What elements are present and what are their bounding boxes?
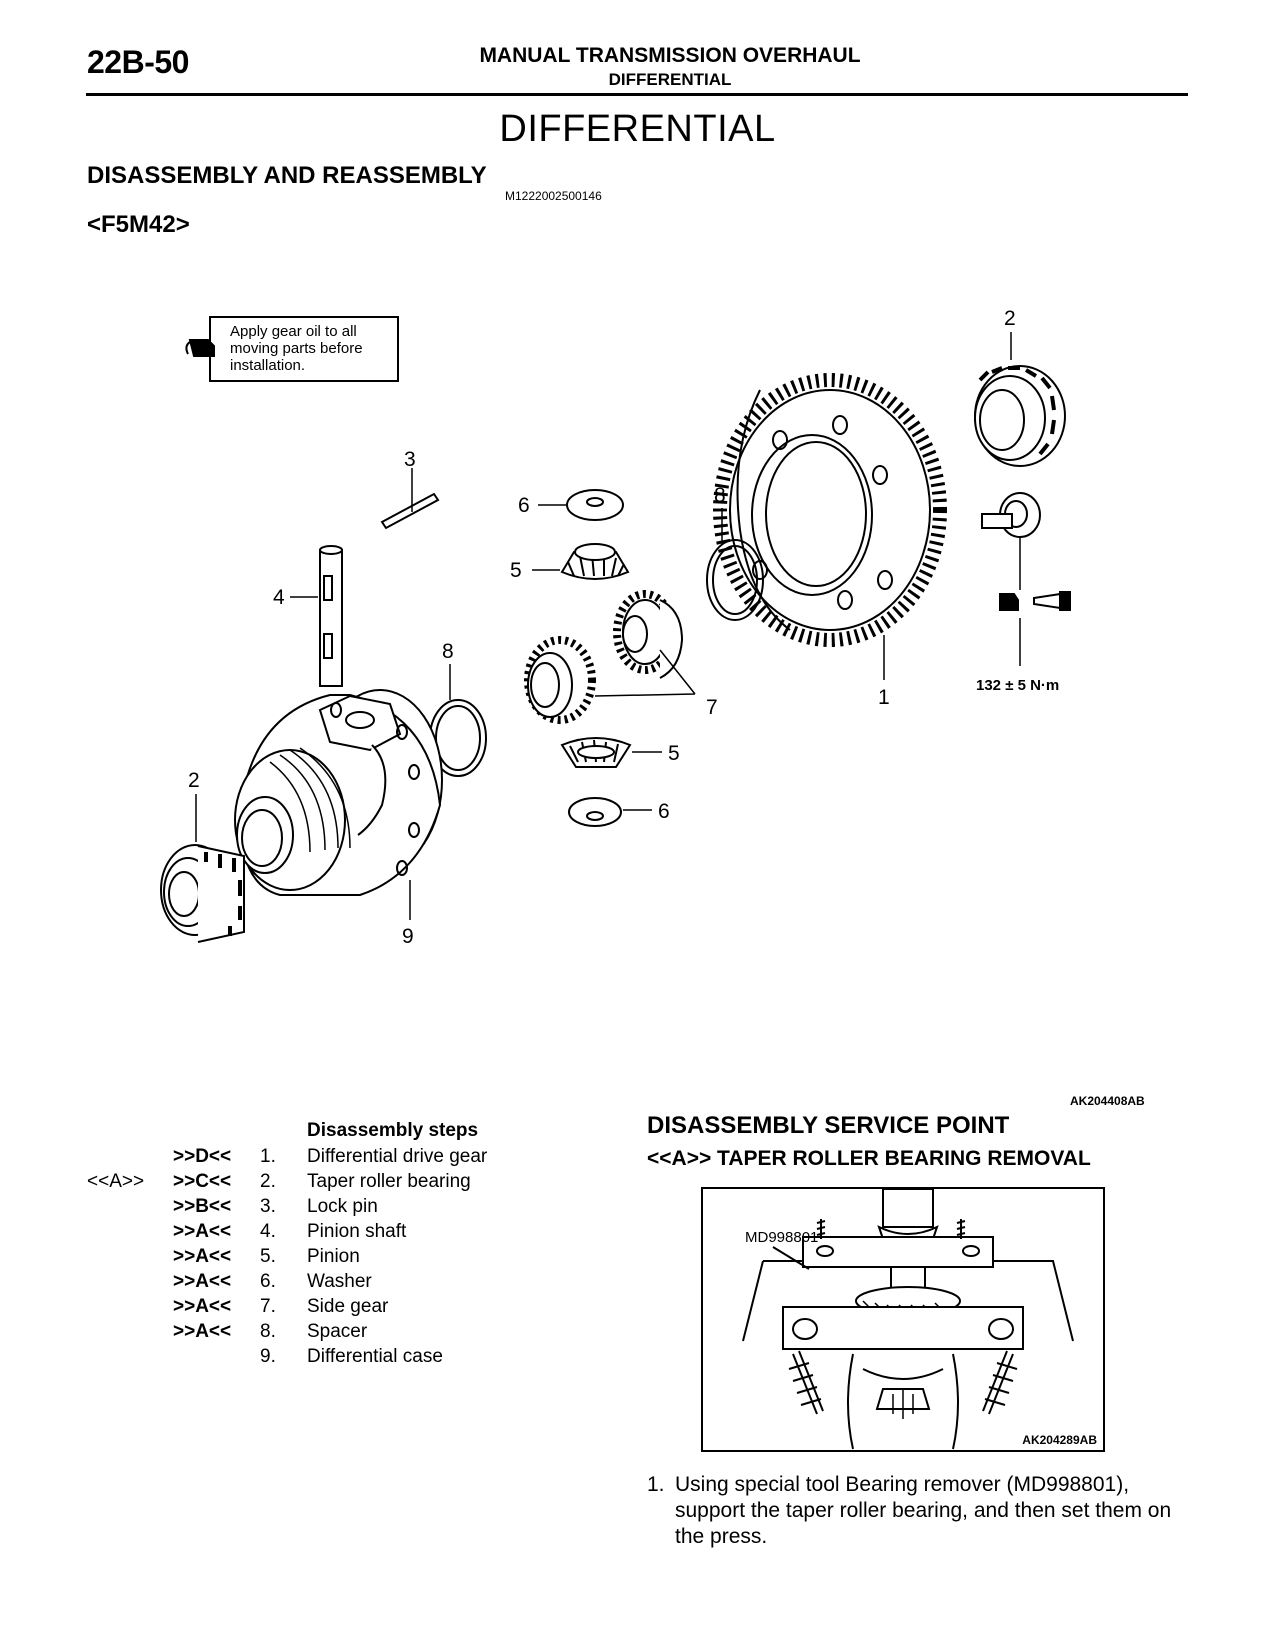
list-item: >>D<< 1. Differential drive gear (87, 1146, 647, 1171)
side-gear-upper (613, 590, 684, 679)
step-name: Side gear (307, 1296, 389, 1317)
exploded-diagram: Apply gear oil to all moving parts befor… (160, 307, 1071, 948)
document-code: M1222002500146 (505, 189, 602, 203)
washer-lower (568, 797, 652, 827)
step-name: Differential drive gear (307, 1146, 488, 1167)
header-subtitle: DIFFERENTIAL (608, 70, 732, 89)
note-line-3: installation. (230, 357, 305, 374)
list-item: >>A<< 7. Side gear (87, 1296, 647, 1321)
callout-6-upper: 6 (518, 494, 530, 517)
note-line-1: Apply gear oil to all (230, 323, 357, 340)
step-name: Pinion shaft (307, 1221, 407, 1242)
step-name: Taper roller bearing (307, 1171, 471, 1192)
step-name: Spacer (307, 1321, 368, 1342)
illustration-code: AK204289AB (1022, 1433, 1097, 1447)
torque-spec: 132 ± 5 N·m (976, 677, 1059, 694)
callout-8-upper: 8 (714, 484, 726, 507)
step-number: 9. (260, 1346, 276, 1367)
callout-2-upper: 2 (1004, 307, 1016, 330)
callout-6-lower: 6 (658, 800, 670, 823)
pinion-shaft (290, 545, 343, 687)
grease-gun-icon (999, 591, 1071, 611)
pinion-upper (532, 543, 630, 580)
subsection-title: DISASSEMBLY AND REASSEMBLY (87, 162, 487, 189)
list-item: >>A<< 5. Pinion (87, 1246, 647, 1271)
bearing-removal-illustration: MD998801 AK204289AB (701, 1187, 1105, 1452)
oil-can-icon (185, 339, 215, 357)
diagram-code: AK204408AB (1070, 1094, 1145, 1108)
list-item: 9. Differential case (87, 1346, 647, 1371)
reassembly-mark: >>A<< (173, 1221, 232, 1242)
step-name: Pinion (307, 1246, 360, 1267)
list-item: <<A>> >>C<< 2. Taper roller bearing (87, 1171, 647, 1196)
step-name: Differential case (307, 1346, 443, 1367)
step-number: 7. (260, 1296, 276, 1317)
instruction-number: 1. (647, 1473, 665, 1496)
callout-2-lower: 2 (188, 769, 200, 792)
callout-9: 9 (402, 925, 414, 948)
steps-heading: Disassembly steps (307, 1120, 479, 1141)
reassembly-mark: >>C<< (173, 1171, 232, 1192)
note-line-2: moving parts before (230, 340, 363, 357)
callout-8-lower: 8 (442, 640, 454, 663)
step-number: 6. (260, 1271, 276, 1292)
side-gear-lower (524, 636, 596, 724)
header-rule (86, 93, 1188, 96)
step-number: 3. (260, 1196, 276, 1217)
step-number: 4. (260, 1221, 276, 1242)
callout-5-upper: 5 (510, 559, 522, 582)
callout-4: 4 (273, 586, 285, 609)
instruction-step: 1. Using special tool Bearing remover (M… (647, 1472, 1187, 1550)
reassembly-mark: >>A<< (173, 1321, 232, 1342)
reassembly-mark: >>D<< (173, 1146, 232, 1167)
service-point-title: DISASSEMBLY SERVICE POINT (647, 1112, 1010, 1139)
reassembly-mark: >>B<< (173, 1196, 232, 1217)
header-title: MANUAL TRANSMISSION OVERHAUL (479, 44, 861, 67)
page-number: 22B-50 (87, 44, 189, 80)
list-item: >>A<< 4. Pinion shaft (87, 1221, 647, 1246)
reassembly-mark: >>A<< (173, 1271, 232, 1292)
callout-7: 7 (706, 696, 718, 719)
taper-roller-bearing-lower (160, 794, 245, 943)
differential-case (234, 689, 443, 920)
spacer-upper (706, 508, 764, 621)
pinion-lower (560, 737, 662, 768)
step-number: 5. (260, 1246, 276, 1267)
gear-oil-note: Apply gear oil to all moving parts befor… (185, 316, 399, 382)
instruction-text: Using special tool Bearing remover (MD99… (675, 1473, 1172, 1548)
list-item: >>A<< 8. Spacer (87, 1321, 647, 1346)
service-point-ref: <<A>> (87, 1171, 145, 1192)
differential-drive-gear (713, 373, 947, 647)
press-illustration (742, 1189, 1074, 1450)
list-item: >>A<< 6. Washer (87, 1271, 647, 1296)
special-tool-label: MD998801 (745, 1229, 819, 1246)
callout-3: 3 (404, 448, 416, 471)
step-number: 8. (260, 1321, 276, 1342)
step-name: Washer (307, 1271, 372, 1292)
reassembly-mark: >>A<< (173, 1296, 232, 1317)
lock-pin (380, 468, 440, 530)
callout-5-lower: 5 (668, 742, 680, 765)
step-number: 2. (260, 1171, 276, 1192)
service-point-subtitle: <<A>> TAPER ROLLER BEARING REMOVAL (647, 1147, 1091, 1170)
list-item: >>B<< 3. Lock pin (87, 1196, 647, 1221)
step-number: 1. (260, 1146, 276, 1167)
reassembly-mark: >>A<< (173, 1246, 232, 1267)
callout-1: 1 (878, 686, 890, 709)
section-title: DIFFERENTIAL (499, 108, 776, 150)
taper-roller-bearing-upper (974, 332, 1066, 467)
step-name: Lock pin (307, 1196, 378, 1217)
drive-gear-bolt (981, 492, 1041, 590)
washer-upper (538, 489, 624, 521)
model-code: <F5M42> (87, 211, 190, 238)
